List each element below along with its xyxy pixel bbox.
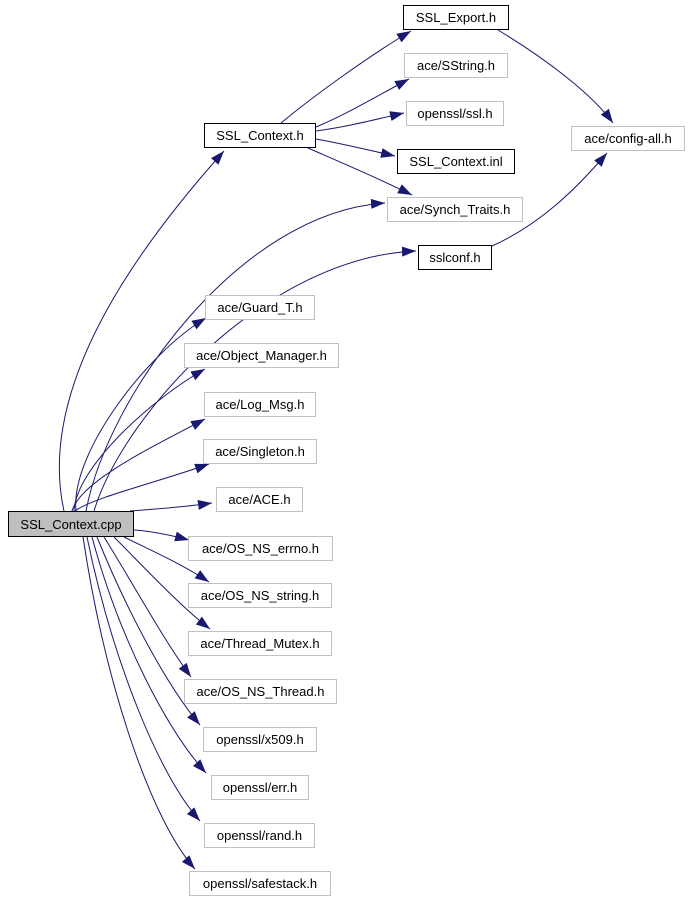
node-label: SSL_Context.h	[216, 128, 304, 143]
node-ace-sstring-h: ace/SString.h	[404, 53, 508, 78]
node-label: openssl/err.h	[222, 780, 298, 795]
edge-ssl-context-cpp-to-ace-os-ns-thread-h	[103, 536, 192, 678]
edge-ssl-context-cpp-to-ssl-context-h	[58, 150, 225, 512]
node-ssl-context-inl[interactable]: SSL_Context.inl	[397, 149, 515, 174]
edge-ssl-context-cpp-to-ace-thread-mutex-h	[113, 536, 211, 630]
node-label: ace/Object_Manager.h	[196, 348, 327, 363]
node-ace-object-manager-h: ace/Object_Manager.h	[184, 343, 339, 368]
node-ace-os-ns-errno-h: ace/OS_NS_errno.h	[188, 536, 333, 561]
node-label: openssl/ssl.h	[417, 106, 493, 121]
node-ace-os-ns-string-h: ace/OS_NS_string.h	[188, 583, 332, 608]
node-openssl-safestack-h: openssl/safestack.h	[189, 871, 331, 896]
node-label: ace/Thread_Mutex.h	[200, 636, 320, 651]
node-label: openssl/rand.h	[216, 828, 303, 843]
edge-ssl-context-h-to-ssl-context-inl	[315, 138, 396, 158]
edge-sslconf-h-to-ace-config-all-h	[491, 152, 608, 247]
edge-ssl-context-cpp-to-openssl-rand-h	[86, 536, 201, 822]
node-ssl-export-h[interactable]: SSL_Export.h	[403, 5, 509, 30]
node-label: ace/Log_Msg.h	[215, 397, 305, 412]
edge-ssl-context-cpp-to-ace-os-ns-errno-h	[133, 529, 190, 542]
edge-ssl-context-cpp-to-ace-synch-traits-h	[85, 198, 386, 512]
node-ace-os-ns-thread-h: ace/OS_NS_Thread.h	[184, 679, 337, 704]
edge-ssl-context-cpp-to-openssl-safestack-h	[82, 536, 196, 870]
node-ssl-context-h[interactable]: SSL_Context.h	[204, 123, 316, 148]
node-ace-log-msg-h: ace/Log_Msg.h	[204, 392, 316, 417]
edge-ssl-export-h-to-ace-config-all-h	[497, 29, 614, 124]
node-ace-thread-mutex-h: ace/Thread_Mutex.h	[188, 631, 332, 656]
node-ace-config-all-h: ace/config-all.h	[571, 126, 685, 151]
edge-ssl-context-cpp-to-ace-log-msg-h	[71, 418, 206, 512]
edge-ssl-context-h-to-ace-synch-traits-h	[307, 147, 413, 196]
edge-ssl-context-cpp-to-openssl-err-h	[91, 536, 207, 774]
node-label: SSL_Export.h	[415, 10, 497, 25]
node-label: sslconf.h	[429, 250, 481, 265]
node-ace-synch-traits-h: ace/Synch_Traits.h	[387, 197, 523, 222]
node-openssl-x509-h: openssl/x509.h	[203, 727, 317, 752]
edge-ssl-context-h-to-ace-sstring-h	[315, 78, 410, 128]
node-ssl-context-cpp: SSL_Context.cpp	[8, 511, 134, 537]
edge-ssl-context-h-to-openssl-ssl-h	[315, 111, 405, 132]
node-label: SSL_Context.cpp	[20, 516, 122, 532]
node-label: ace/Singleton.h	[215, 444, 305, 459]
edge-group	[58, 29, 614, 870]
edge-ssl-context-cpp-to-ace-guard-t-h	[75, 317, 207, 512]
node-label: ace/SString.h	[416, 58, 496, 73]
node-label: ace/Guard_T.h	[217, 300, 303, 315]
node-ace-ace-h: ace/ACE.h	[216, 487, 303, 512]
edge-ssl-context-cpp-to-openssl-x509-h	[96, 536, 201, 726]
node-sslconf-h[interactable]: sslconf.h	[418, 245, 492, 270]
node-label: openssl/safestack.h	[202, 876, 318, 891]
edge-ssl-context-h-to-ssl-export-h	[280, 30, 412, 124]
edge-ssl-context-cpp-to-ace-ace-h	[129, 500, 213, 512]
edge-ssl-context-cpp-to-ace-singleton-h	[74, 463, 210, 512]
edge-ssl-context-cpp-to-ace-object-manager-h	[73, 368, 206, 512]
node-ace-guard-t-h: ace/Guard_T.h	[205, 295, 315, 320]
edge-ssl-context-cpp-to-sslconf-h	[93, 246, 417, 512]
node-label: openssl/x509.h	[216, 732, 304, 747]
node-label: ace/OS_NS_errno.h	[201, 541, 320, 556]
node-ace-singleton-h: ace/Singleton.h	[203, 439, 317, 464]
node-label: ace/OS_NS_string.h	[200, 588, 320, 603]
node-label: ace/config-all.h	[584, 131, 672, 146]
node-label: ace/Synch_Traits.h	[399, 202, 511, 217]
node-openssl-ssl-h: openssl/ssl.h	[406, 101, 504, 126]
node-openssl-rand-h: openssl/rand.h	[204, 823, 315, 848]
node-label: ace/OS_NS_Thread.h	[196, 684, 325, 699]
node-openssl-err-h: openssl/err.h	[211, 775, 309, 800]
node-label: SSL_Context.inl	[409, 154, 503, 169]
edge-ssl-context-cpp-to-ace-os-ns-string-h	[123, 536, 210, 583]
node-label: ace/ACE.h	[228, 492, 291, 507]
